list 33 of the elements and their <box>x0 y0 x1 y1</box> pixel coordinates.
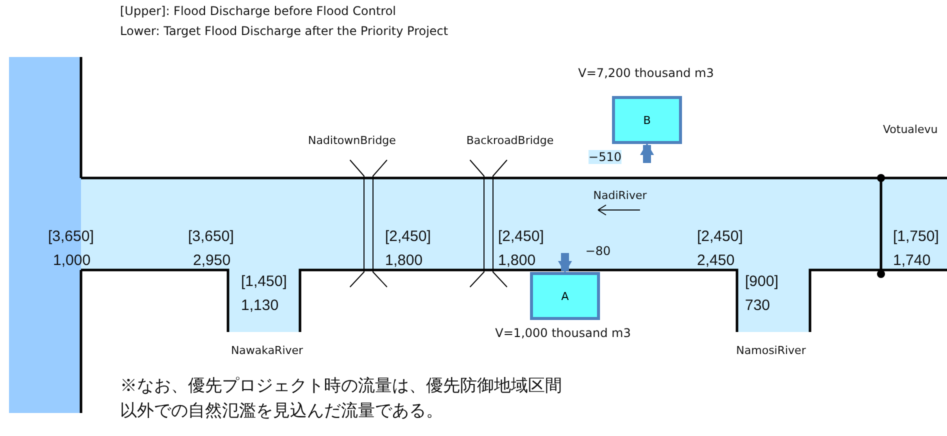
discharge-value: 1,740 <box>893 252 931 270</box>
volume-label: V=1,000 thousand m3 <box>495 326 631 340</box>
discharge-value: 1,800 <box>385 252 423 270</box>
block-arrow <box>558 253 572 273</box>
discharge-value: 2,450 <box>697 252 735 270</box>
discharge-value: 1,130 <box>241 297 279 315</box>
footnote: ※なお、優先プロジェクト時の流量は、優先防御地域区間以外での自然氾濫を見込んだ流量である。 <box>120 375 563 423</box>
discharge-value: [3,650] <box>48 228 94 246</box>
river-label: NamosiRiver <box>736 344 806 358</box>
river-label: NawakaRiver <box>230 344 304 358</box>
edge-label: −80 <box>585 244 611 258</box>
discharge-value: [1,750] <box>893 228 939 246</box>
discharge-value: [2,450] <box>385 228 431 246</box>
discharge-value: 2,950 <box>193 252 231 270</box>
legend-note: Lower: Target Flood Discharge after the Priority Project <box>120 24 448 38</box>
discharge-value: 1,800 <box>498 252 536 270</box>
river-label: NadiRiver <box>593 189 647 202</box>
discharge-value: [900] <box>745 273 778 291</box>
station-label: Votualevu <box>883 123 938 136</box>
discharge-value: [2,450] <box>498 228 544 246</box>
storage-box: A <box>530 272 600 320</box>
discharge-value: [2,450] <box>697 228 743 246</box>
bridge-label: BackroadBridge <box>466 134 554 148</box>
storage-box: B <box>612 96 682 144</box>
volume-label: V=7,200 thousand m3 <box>578 66 714 80</box>
discharge-value: [3,650] <box>188 228 234 246</box>
legend-note: [Upper]: Flood Discharge before Flood Control <box>120 4 396 18</box>
block-arrow <box>640 143 654 163</box>
discharge-value: 730 <box>745 297 770 315</box>
edge-label: −510 <box>588 150 622 164</box>
bridge-label: NaditownBridge <box>308 134 396 148</box>
discharge-value: 1,000 <box>53 252 91 270</box>
discharge-value: [1,450] <box>241 273 287 291</box>
